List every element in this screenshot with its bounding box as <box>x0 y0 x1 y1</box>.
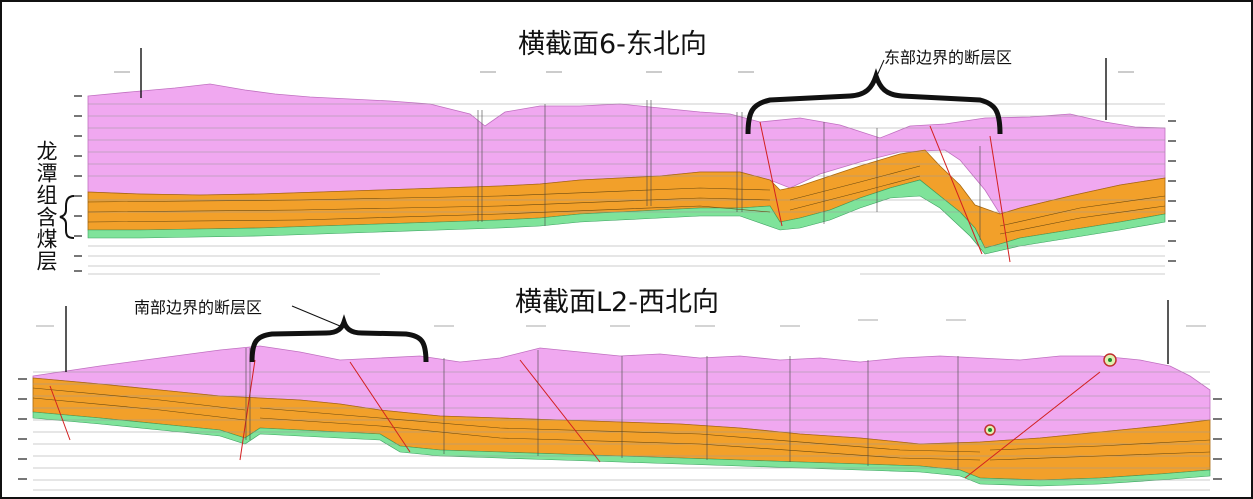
base-green-layer <box>87 179 1166 255</box>
fault-lines-bottom <box>49 359 1101 479</box>
east-fault-zone-label: 东部边界的断层区 <box>884 48 1013 67</box>
east-annotation-leader <box>875 59 885 79</box>
east-fault-zone-brace <box>745 68 1003 135</box>
coal-seam-lines-bottom <box>32 387 1211 461</box>
mine-shaft-markers-bottom <box>65 300 1169 372</box>
south-fault-zone-brace <box>249 314 429 363</box>
borehole-circle-markers <box>984 353 1117 436</box>
coal-seam-brace <box>59 195 75 239</box>
elevation-gridlines-bottom <box>33 371 1210 491</box>
fault-lines <box>759 121 1011 263</box>
elevation-gridlines <box>88 103 1165 275</box>
cross-section-L2 <box>18 300 1222 491</box>
base-green-layer-bottom <box>32 411 1211 487</box>
coal-measure-side-label: 龙潭组含煤层 <box>34 140 58 272</box>
south-annotation-leader <box>291 305 341 327</box>
borehole-lines <box>477 100 981 240</box>
coal-seam-lines <box>87 165 1166 235</box>
south-fault-zone-label: 南部边界的断层区 <box>134 298 263 317</box>
mine-shaft-markers <box>140 48 1107 120</box>
elevation-scale-ticks <box>74 95 1176 272</box>
elevation-scale-ticks-bottom <box>18 378 1222 480</box>
cross-section-6 <box>59 48 1176 275</box>
section-tag-marks-bottom <box>36 319 1206 327</box>
borehole-lines-bottom <box>245 348 959 470</box>
bottom-section-title: 横截面L2-西北向 <box>515 287 719 318</box>
top-section-title: 横截面6-东北向 <box>518 29 707 60</box>
